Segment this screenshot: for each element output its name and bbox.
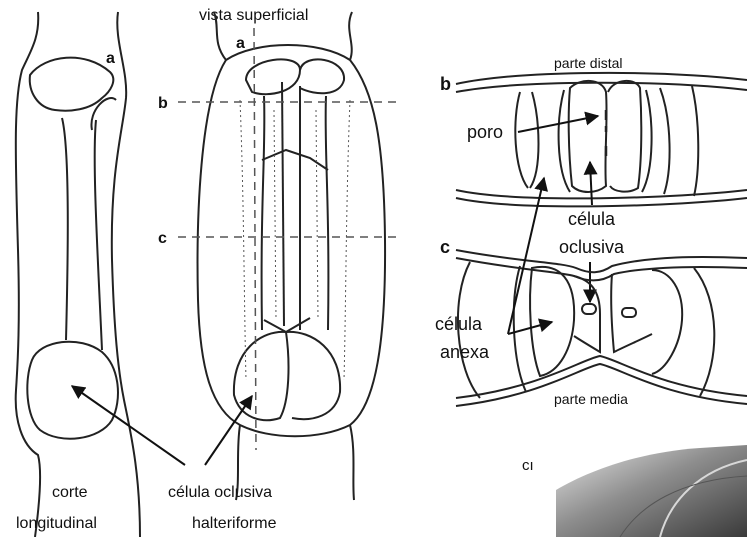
arrow-anexa-top <box>508 178 544 334</box>
media-section-drawing <box>456 250 747 406</box>
label-anexa: anexa <box>440 342 490 362</box>
label-a-top: a <box>236 35 245 52</box>
label-longitudinal: longitudinal <box>16 515 97 532</box>
label-c-right: c <box>440 237 450 257</box>
label-poro: poro <box>467 122 503 142</box>
label-parte-distal: parte distal <box>554 55 622 71</box>
surface-view-dotted-lines <box>240 100 350 380</box>
bottom-arrows <box>72 386 252 465</box>
label-partial-text: cı <box>522 457 534 474</box>
label-corte: corte <box>52 484 88 501</box>
label-c-mid: c <box>158 230 167 247</box>
label-celula-right: célula <box>568 209 616 229</box>
label-oclusiva-right: oclusiva <box>559 237 625 257</box>
label-b-right: b <box>440 74 451 94</box>
micrograph-fragment <box>556 445 747 537</box>
label-b-mid: b <box>158 95 168 112</box>
label-parte-media: parte media <box>554 391 628 407</box>
longitudinal-section-drawing <box>16 12 140 537</box>
cut-line-a <box>254 28 256 450</box>
label-halteriforme: halteriforme <box>192 515 277 532</box>
label-celula-oclusiva-mid: célula oclusiva <box>168 484 272 501</box>
label-a-left: a <box>106 50 115 67</box>
label-celula-anexa-1: célula <box>435 314 483 334</box>
surface-view-drawing <box>198 12 386 500</box>
media-pore-marks <box>582 304 636 317</box>
